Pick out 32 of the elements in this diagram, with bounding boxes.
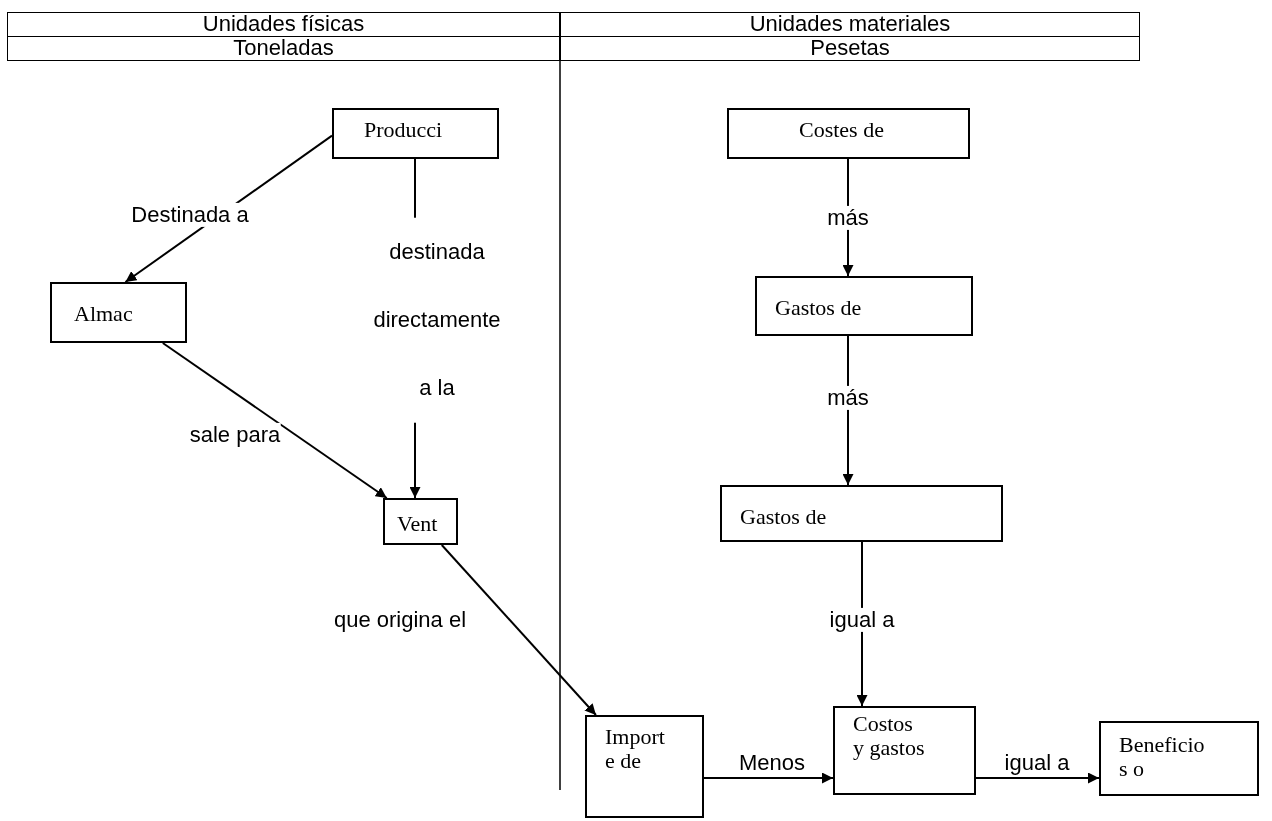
box-text: Costes de: [799, 118, 884, 143]
box-text: Beneficio s o: [1119, 733, 1206, 782]
process-box: [1099, 721, 1259, 796]
process-box: [383, 498, 458, 545]
box-text: Gastos de: [775, 296, 862, 321]
table-cell: Unidades físicas: [7, 12, 560, 37]
table-cell: Unidades materiales: [560, 12, 1140, 37]
process-box: [727, 108, 970, 159]
process-box: [720, 485, 1003, 542]
box-text: Gastos de: [740, 505, 827, 530]
arrow: [975, 772, 1100, 784]
edge-label: más: [827, 205, 869, 231]
process-box: [833, 706, 976, 795]
arrow: [440, 544, 597, 716]
box-text: Producci: [364, 118, 443, 143]
process-box: [50, 282, 187, 343]
box-text: Vent: [397, 512, 438, 537]
process-box: [585, 715, 704, 818]
arrow: [703, 772, 834, 784]
edge-label: destinada directamente a la: [372, 217, 502, 423]
box-text: Costos y gastos: [853, 712, 926, 761]
arrow: [161, 342, 388, 499]
edge-label: Destinada a: [131, 202, 249, 228]
edge-label: más: [827, 385, 869, 411]
box-text: Import e de: [605, 725, 666, 774]
table-cell: Pesetas: [560, 36, 1140, 61]
edge-label: igual a: [829, 607, 895, 633]
box-text: Almac: [74, 302, 133, 327]
process-box: [332, 108, 499, 159]
process-box: [755, 276, 973, 336]
edge-label: sale para: [189, 422, 281, 448]
table-cell: Toneladas: [7, 36, 560, 61]
